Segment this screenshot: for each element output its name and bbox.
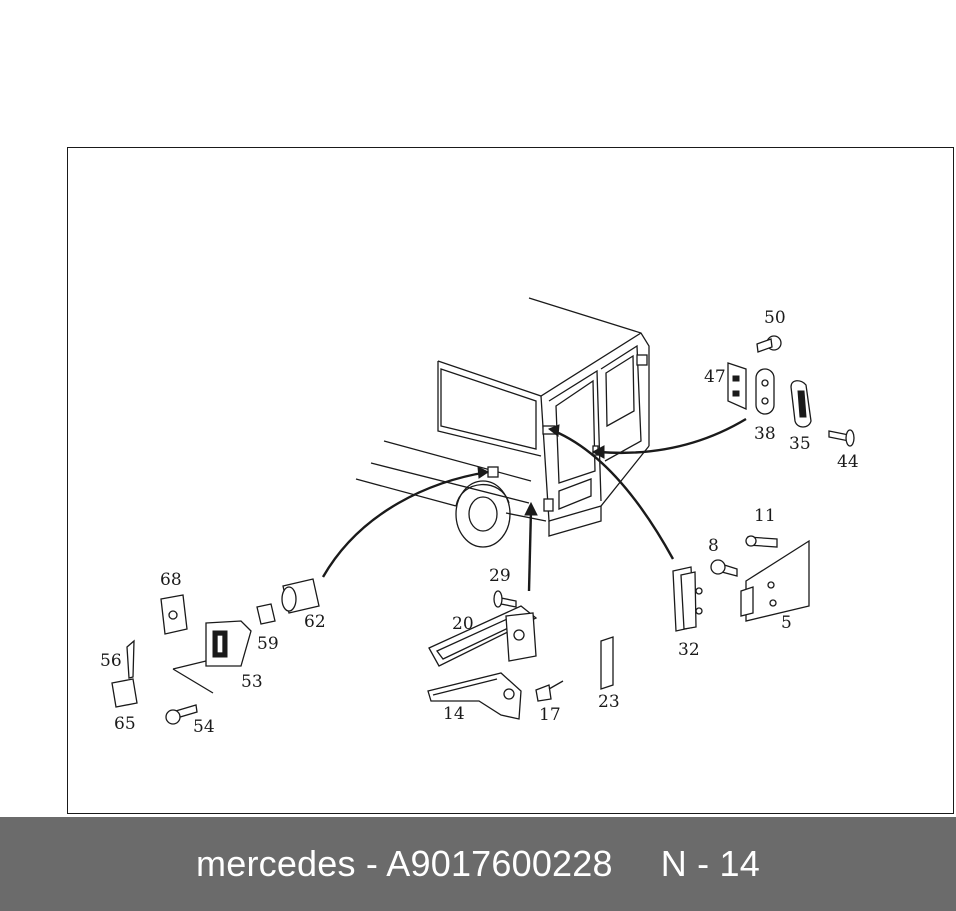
callout-5: 5 [781, 613, 792, 633]
callout-20: 20 [452, 614, 474, 634]
striker-group [727, 335, 855, 447]
callout-11: 11 [754, 506, 776, 526]
callout-23: 23 [598, 692, 620, 712]
callout-50: 50 [764, 308, 786, 328]
callout-68: 68 [160, 570, 182, 590]
footer-caption-bar: mercedes - A9017600228 N - 14 [0, 817, 956, 911]
hinge-group [672, 535, 810, 632]
van-illustration [355, 297, 650, 548]
callout-47: 47 [704, 367, 726, 387]
brand-part-number: mercedes - A9017600228 [196, 843, 613, 884]
callout-54: 54 [193, 717, 215, 737]
callout-35: 35 [789, 434, 811, 454]
callout-14: 14 [443, 704, 465, 724]
callout-labels: 50 47 38 35 44 11 8 5 32 29 20 23 17 14 … [100, 308, 859, 737]
callout-32: 32 [678, 640, 700, 660]
callout-53: 53 [241, 672, 263, 692]
callout-29: 29 [489, 566, 511, 586]
lock-group [111, 578, 320, 725]
parts-diagram: 50 47 38 35 44 11 8 5 32 29 20 23 17 14 … [100, 297, 859, 737]
parts-diagram-frame: 50 47 38 35 44 11 8 5 32 29 20 23 17 14 … [67, 147, 954, 814]
door-check-group [427, 590, 614, 720]
reference-arrows [321, 417, 747, 592]
callout-62: 62 [304, 612, 326, 632]
callout-44: 44 [837, 452, 859, 472]
callout-38: 38 [754, 424, 776, 444]
callout-56: 56 [100, 651, 122, 671]
diagram-position-ref: N - 14 [660, 843, 760, 884]
callout-8: 8 [708, 536, 719, 556]
callout-59: 59 [257, 634, 279, 654]
callout-17: 17 [539, 705, 561, 725]
callout-65: 65 [114, 714, 136, 734]
